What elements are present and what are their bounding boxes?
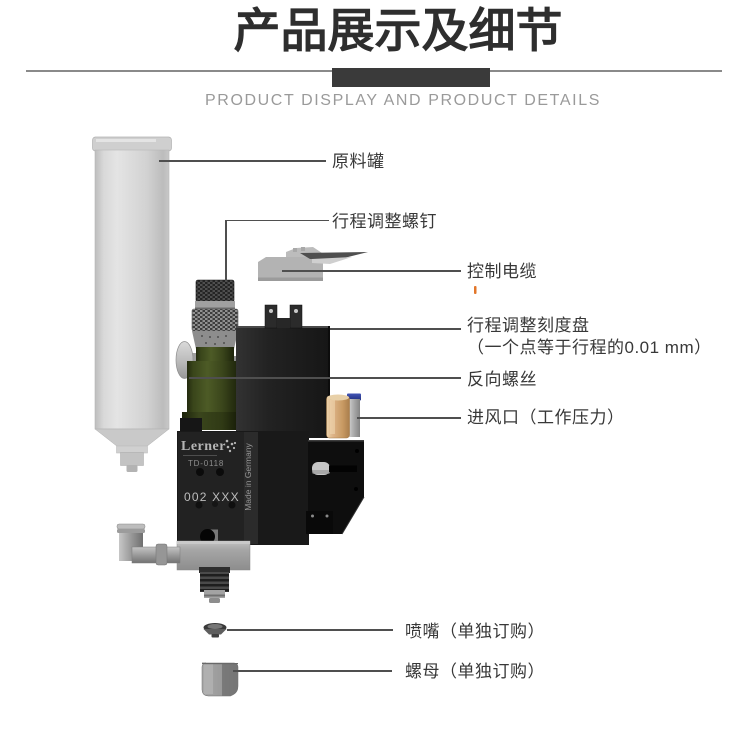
callout-line-nozzle — [227, 629, 393, 631]
callout-line-nut — [233, 670, 392, 672]
solenoid-block-graphic — [236, 326, 330, 438]
callout-label-stroke-screw: 行程调整螺钉 — [332, 212, 437, 231]
callout-line-stroke-screw-vertical — [225, 219, 227, 281]
page-subtitle: PRODUCT DISPLAY AND PRODUCT DETAILS — [205, 92, 601, 109]
callout-label-air-inlet: 进风口（工作压力） — [467, 408, 625, 427]
material-tank-graphic — [92, 136, 172, 472]
brand-subcaption-mark — [183, 455, 217, 456]
callout-label-control-cable: 控制电缆 — [467, 262, 537, 281]
callout-label-raw-tank: 原料罐 — [332, 152, 385, 171]
control-cable-graphic — [258, 247, 368, 281]
callout-line-stroke-dial — [330, 328, 461, 330]
callout-label-reverse-screw: 反向螺丝 — [467, 370, 537, 389]
callout-label-nozzle: 喷嘴（单独订购） — [405, 622, 545, 641]
nozzle-part-graphic — [203, 623, 227, 638]
serial-marking: 002 XXX — [184, 490, 240, 504]
callout-label-nut: 螺母（单独订购） — [405, 662, 545, 681]
model-marking: TD-0118 — [188, 459, 224, 468]
elbow-fitting-graphic — [116, 523, 181, 566]
nut-part-graphic — [201, 662, 239, 697]
callout-label-stroke-dial-note: （一个点等于行程的0.01 mm） — [467, 338, 712, 357]
air-inlet-fitting-graphic — [326, 393, 361, 439]
connector-pins-graphic — [264, 304, 303, 329]
brand-dots-icon — [225, 439, 237, 453]
callout-label-stroke-dial: 行程调整刻度盘 — [467, 316, 590, 335]
made-in-germany-strip — [244, 432, 258, 544]
base-block-graphic — [176, 540, 251, 571]
page-title: 产品展示及细节 — [233, 4, 563, 57]
title-underline-block — [332, 68, 490, 87]
origin-marking: Made in Germany — [243, 442, 253, 510]
stray-orange-mark — [474, 286, 477, 294]
stroke-adjust-screw-graphic — [191, 279, 239, 349]
valve-body-graphic — [177, 431, 365, 545]
callout-line-stroke-screw — [225, 219, 329, 222]
callout-line-raw-tank — [159, 160, 326, 162]
callout-line-reverse-screw — [189, 377, 461, 379]
callout-line-control-cable — [282, 270, 461, 272]
brand-marking: Lerner — [181, 439, 226, 454]
nozzle-holder-graphic — [199, 567, 230, 603]
callout-line-air-inlet — [357, 417, 461, 419]
